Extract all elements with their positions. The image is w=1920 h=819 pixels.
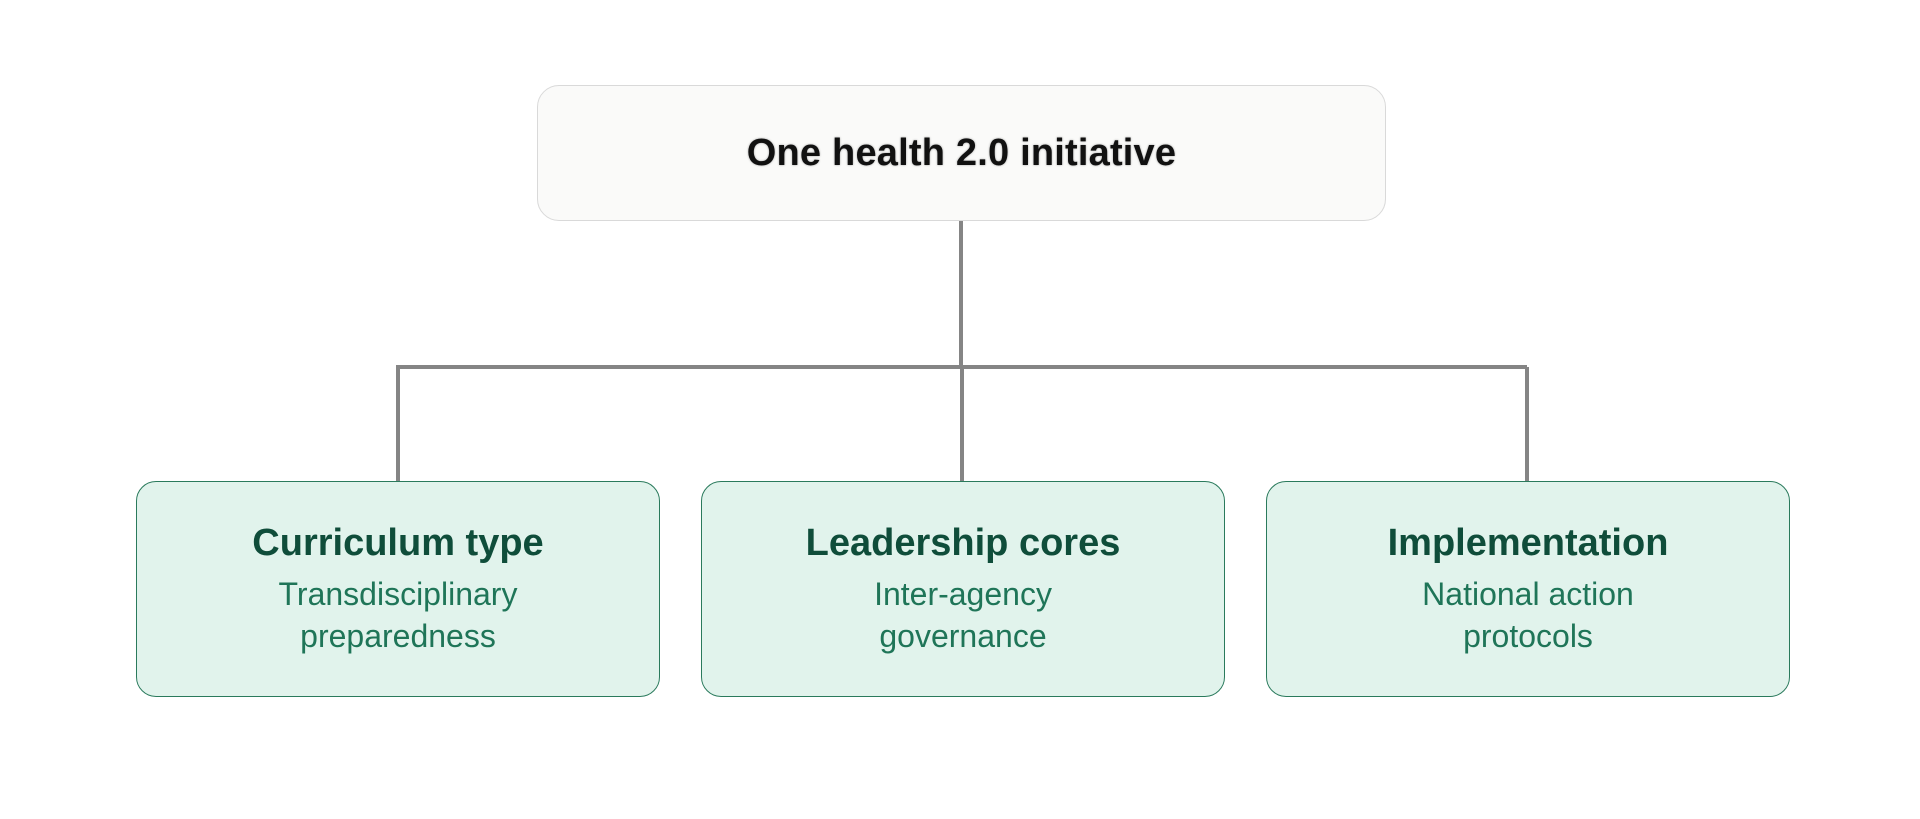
child-subtitle-line: protocols (1463, 617, 1593, 654)
child-subtitle: Transdisciplinary preparedness (248, 573, 548, 657)
child-subtitle: National action protocols (1378, 573, 1678, 657)
child-title: Implementation (1387, 521, 1669, 564)
child-subtitle-line: Inter-agency (874, 575, 1052, 612)
root-title: One health 2.0 initiative (746, 131, 1177, 174)
child-title: Curriculum type (252, 521, 544, 564)
child-title: Leadership cores (805, 521, 1121, 564)
child-subtitle-line: Transdisciplinary (278, 575, 518, 612)
child-node-implementation: Implementation National action protocols (1266, 481, 1790, 697)
child-subtitle-line: governance (879, 617, 1047, 654)
child-subtitle-line: preparedness (300, 617, 496, 654)
child-subtitle: Inter-agency governance (813, 573, 1113, 657)
child-subtitle-line: National action (1422, 575, 1634, 612)
root-node: One health 2.0 initiative (537, 85, 1386, 221)
child-node-curriculum: Curriculum type Transdisciplinary prepar… (136, 481, 660, 697)
child-node-leadership: Leadership cores Inter-agency governance (701, 481, 1225, 697)
